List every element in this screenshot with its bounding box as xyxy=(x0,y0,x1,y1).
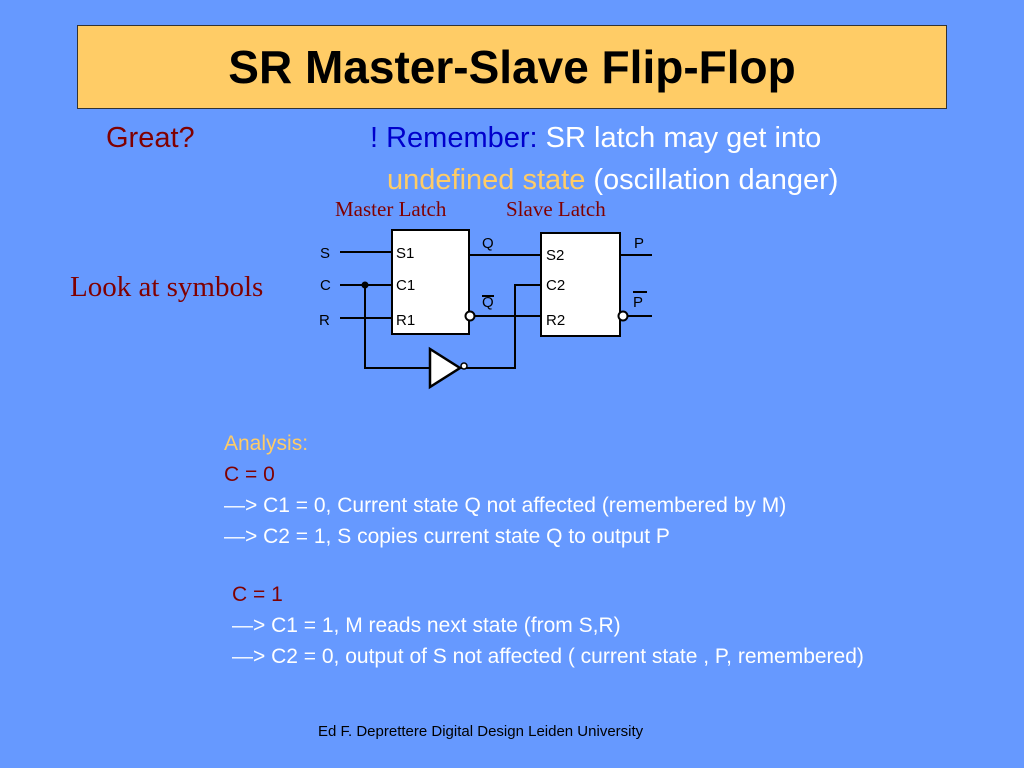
title-box: SR Master-Slave Flip-Flop xyxy=(77,25,947,109)
pin-r2: R2 xyxy=(546,312,565,329)
look-at-symbols: Look at symbols xyxy=(70,271,264,303)
output-qbar-label: Q xyxy=(482,294,494,311)
case-c1-block: C = 1 —> C1 = 1, M reads next state (fro… xyxy=(232,579,864,672)
slave-latch-label: Slave Latch xyxy=(506,197,606,221)
analysis-block: Analysis: C = 0 —> C1 = 0, Current state… xyxy=(224,428,786,552)
remember-text-2: (oscillation danger) xyxy=(585,164,839,196)
case-c0-line-2: —> C2 = 1, S copies current state Q to o… xyxy=(224,525,670,548)
case-c1-line-2: —> C2 = 0, output of S not affected ( cu… xyxy=(232,645,864,668)
remember-highlight: undefined state xyxy=(387,164,586,196)
master-latch-box xyxy=(391,229,470,335)
remember-text-1: SR latch may get into xyxy=(537,122,822,154)
pin-r1: R1 xyxy=(396,312,415,329)
pin-s2: S2 xyxy=(546,247,564,264)
case-c0-line-1: —> C1 = 0, Current state Q not affected … xyxy=(224,494,787,517)
output-pbar-label: P xyxy=(633,294,643,311)
slide-title: SR Master-Slave Flip-Flop xyxy=(228,41,796,93)
output-p-label: P xyxy=(634,235,644,252)
great-question: Great? xyxy=(106,122,195,154)
input-s-label: S xyxy=(320,245,330,262)
inverter-to-c2-wire xyxy=(440,284,541,369)
qbar-bubble xyxy=(464,310,476,322)
pin-c1: C1 xyxy=(396,277,415,294)
clock-branch-wire xyxy=(364,285,430,369)
inverter-bubble xyxy=(460,362,468,370)
case-c0: C = 0 xyxy=(224,463,275,486)
input-r-label: R xyxy=(319,312,330,329)
analysis-heading: Analysis: xyxy=(224,432,309,455)
remember-line-1: ! Remember: SR latch may get into xyxy=(370,122,821,155)
pin-c2: C2 xyxy=(546,277,565,294)
case-c1-line-1: —> C1 = 1, M reads next state (from S,R) xyxy=(232,614,621,637)
remember-line-2: undefined state (oscillation danger) xyxy=(387,164,838,197)
clock-junction xyxy=(361,281,369,289)
remember-prefix: ! Remember: xyxy=(370,122,538,154)
footer: Ed F. Deprettere Digital Design Leiden U… xyxy=(318,723,644,740)
pin-s1: S1 xyxy=(396,245,414,262)
input-c-label: C xyxy=(320,277,331,294)
inverter-gate xyxy=(428,346,463,390)
output-q-label: Q xyxy=(482,235,494,252)
pbar-bubble xyxy=(617,310,629,322)
master-latch-label: Master Latch xyxy=(335,197,447,221)
case-c1: C = 1 xyxy=(232,583,283,606)
